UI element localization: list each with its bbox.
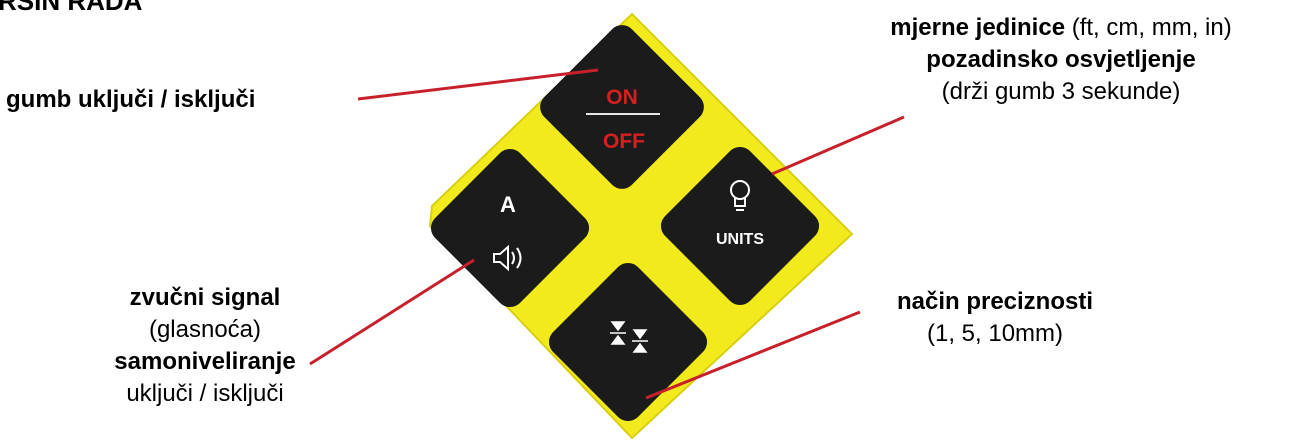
units-button[interactable] bbox=[655, 141, 825, 311]
units-label: mjerne jedinice (ft, cm, mm, in) pozadin… bbox=[822, 12, 1299, 108]
onoff-leader bbox=[357, 68, 599, 101]
units-label-line3: (drži gumb 3 sekunde) bbox=[941, 78, 1181, 105]
keypad-board bbox=[428, 12, 854, 440]
units-label-line2: pozadinsko osvjetljenje bbox=[926, 46, 1196, 73]
onoff-label: gumb uključi / isključi bbox=[6, 84, 255, 116]
sound-label-line2: (glasnoća) bbox=[148, 316, 262, 343]
speaker-icon bbox=[493, 244, 522, 272]
onoff-off-text: OFF bbox=[603, 130, 645, 153]
sound-letter-text: A bbox=[500, 192, 516, 217]
units-text: UNITS bbox=[716, 231, 764, 248]
precision-button[interactable] bbox=[543, 257, 713, 427]
sound-label-line3: samoniveliranje bbox=[114, 348, 296, 375]
precision-label-line1: način preciznosti bbox=[896, 288, 1094, 315]
onoff-label-title: gumb uključi / isključi bbox=[6, 86, 256, 113]
onoff-on-text: ON bbox=[606, 86, 638, 109]
units-label-line1: mjerne jedinice (ft, cm, mm, in) bbox=[890, 14, 1232, 41]
sound-button[interactable] bbox=[425, 143, 595, 313]
sound-label-line4: uključi / isključi bbox=[126, 380, 284, 407]
units-leader bbox=[771, 115, 905, 176]
sound-leader bbox=[309, 258, 475, 366]
sound-label-line1: zvučni signal bbox=[129, 284, 281, 311]
precision-arrows-icon bbox=[610, 321, 648, 353]
lightbulb-icon bbox=[730, 180, 750, 211]
precision-label: način preciznosti (1, 5, 10mm) bbox=[850, 286, 1140, 350]
precision-leader bbox=[645, 310, 861, 400]
page-heading: RSIN RADA bbox=[0, 0, 143, 16]
sound-label: zvučni signal (glasnoća) samoniveliranje… bbox=[40, 282, 370, 410]
onoff-button[interactable] bbox=[534, 19, 709, 194]
precision-label-line2: (1, 5, 10mm) bbox=[926, 320, 1064, 347]
